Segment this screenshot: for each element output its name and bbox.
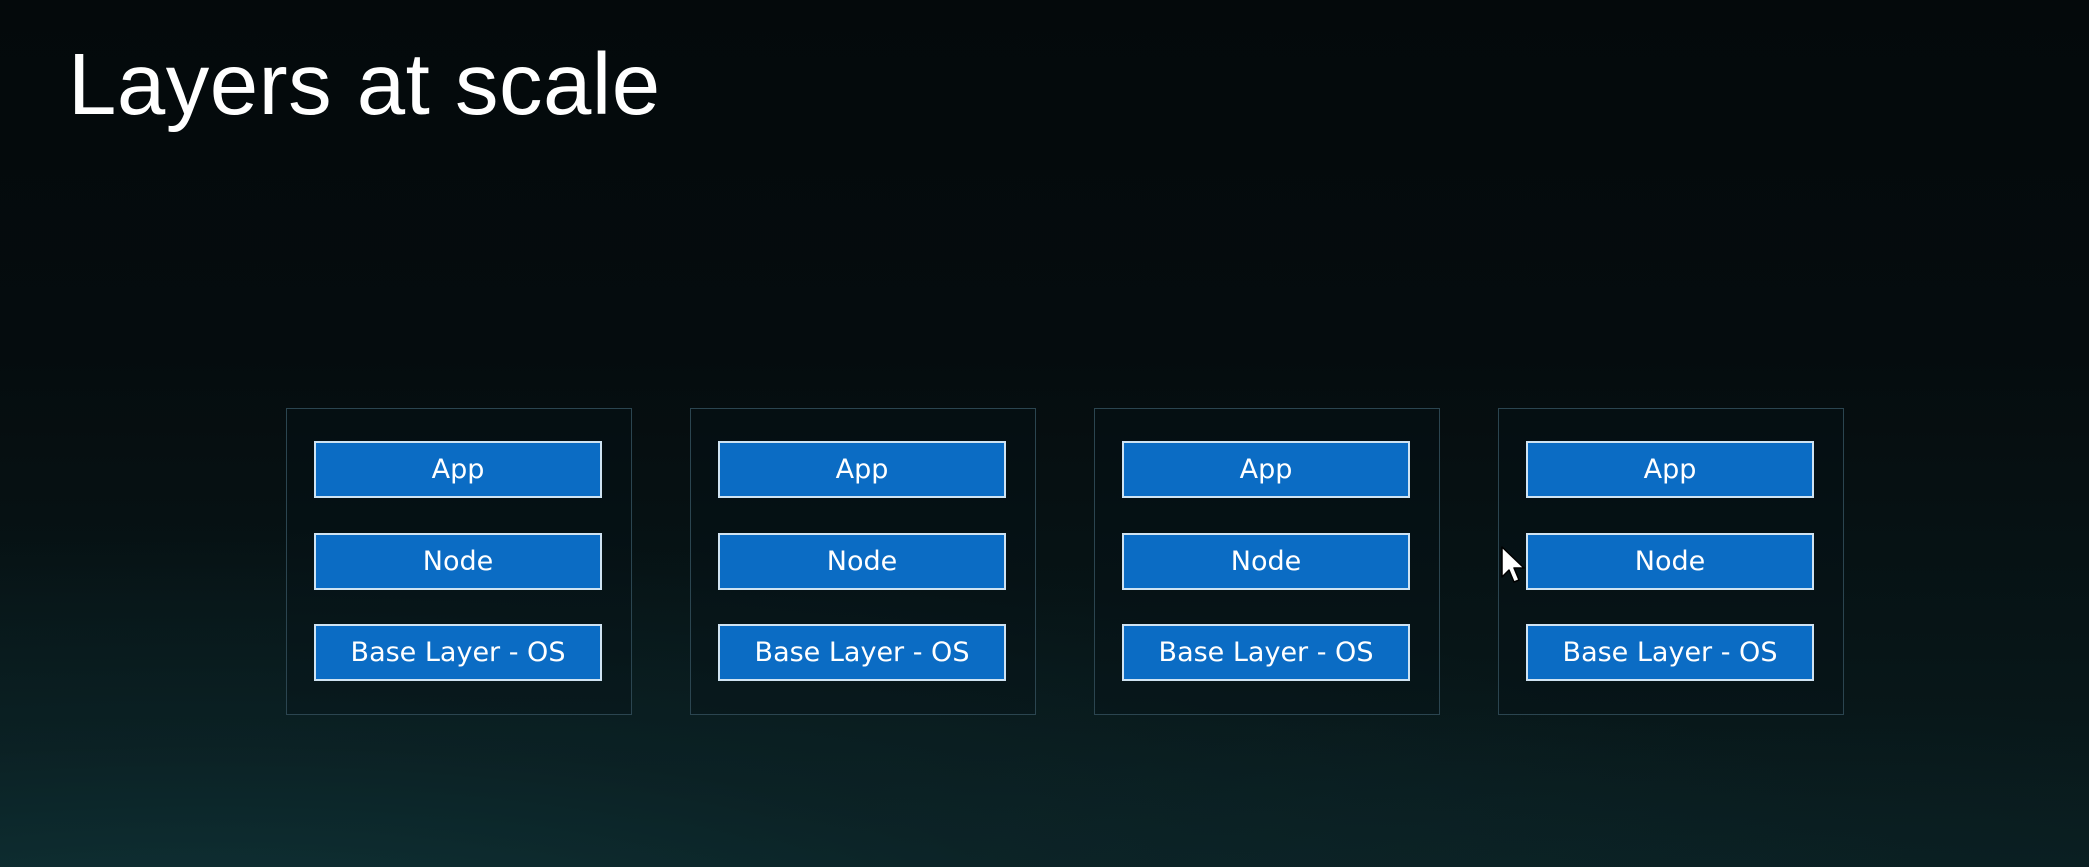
app-layer: App <box>718 441 1006 498</box>
app-layer: App <box>1122 441 1410 498</box>
mouse-pointer-icon <box>1501 546 1525 583</box>
base-layer-os: Base Layer - OS <box>314 624 602 681</box>
node-layer: Node <box>1122 533 1410 590</box>
base-layer-os: Base Layer - OS <box>1526 624 1814 681</box>
stack-3: App Node Base Layer - OS <box>1094 408 1440 715</box>
node-layer: Node <box>1526 533 1814 590</box>
node-layer: Node <box>718 533 1006 590</box>
slide-title: Layers at scale <box>68 36 661 133</box>
app-layer: App <box>1526 441 1814 498</box>
stack-4: App Node Base Layer - OS <box>1498 408 1844 715</box>
stack-1: App Node Base Layer - OS <box>286 408 632 715</box>
app-layer: App <box>314 441 602 498</box>
stack-2: App Node Base Layer - OS <box>690 408 1036 715</box>
stacks-row: App Node Base Layer - OS App Node Base L… <box>286 408 1844 715</box>
node-layer: Node <box>314 533 602 590</box>
base-layer-os: Base Layer - OS <box>718 624 1006 681</box>
base-layer-os: Base Layer - OS <box>1122 624 1410 681</box>
